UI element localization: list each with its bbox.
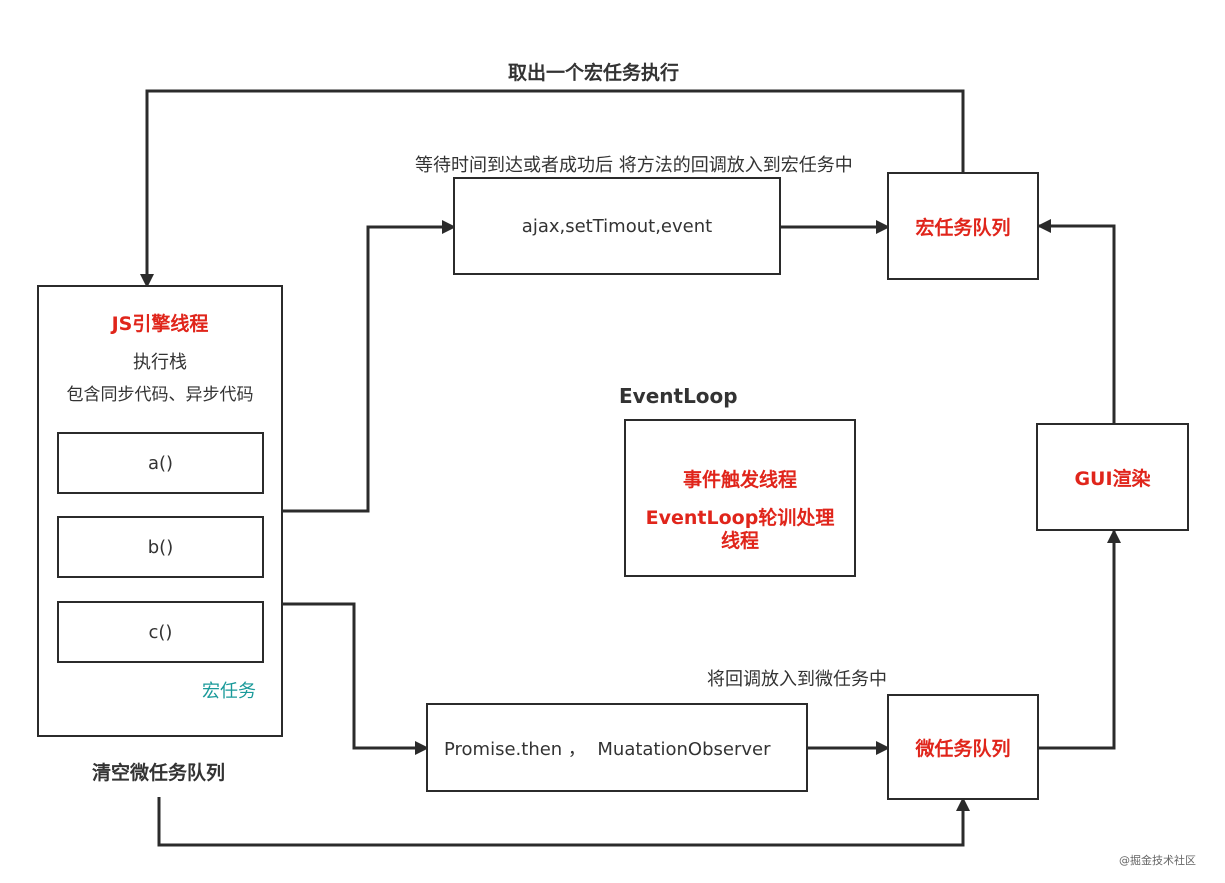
engine-to-async-arrow	[283, 220, 456, 513]
micro-sources-text: Promise.then ， MuatationObserver	[444, 738, 771, 760]
event-loop-heading: EventLoop	[619, 384, 738, 408]
gui-render-box: GUI渲染	[1036, 423, 1189, 531]
clear-micro-label: 清空微任务队列	[92, 762, 226, 784]
micro-sources-box: Promise.then ， MuatationObserver	[426, 703, 808, 792]
take-macro-arrow	[140, 89, 965, 288]
event-loop-box: 事件触发线程 EventLoop轮训处理 线程	[624, 419, 856, 577]
clear-micro-arrow	[157, 797, 970, 847]
event-loop-polling-label: EventLoop轮训处理	[645, 507, 835, 529]
code-type-label: 包含同步代码、异步代码	[66, 385, 254, 405]
event-trigger-thread-label: 事件触发线程	[682, 469, 797, 491]
gui-to-macro-arrow	[1037, 219, 1116, 424]
micro-callback-label: 将回调放入到微任务中	[707, 669, 887, 690]
micro-to-gui-arrow	[1037, 529, 1121, 750]
macro-task-label: 宏任务	[202, 681, 256, 702]
event-loop-thread-label: 线程	[720, 530, 759, 552]
js-engine-title: JS引擎线程	[111, 313, 209, 335]
async-sources-box: ajax,setTimout,event	[453, 177, 781, 275]
stack-item-a: a()	[57, 432, 264, 494]
js-engine-box: JS引擎线程 执行栈 包含同步代码、异步代码 a() b() c() 宏任务	[37, 285, 283, 737]
execution-stack-label: 执行栈	[133, 352, 187, 373]
wait-callback-label: 等待时间到达或者成功后 将方法的回调放入到宏任务中	[415, 155, 853, 176]
macro-queue-box: 宏任务队列	[887, 172, 1039, 280]
micro-queue-box: 微任务队列	[887, 694, 1039, 800]
take-macro-label: 取出一个宏任务执行	[508, 62, 680, 84]
engine-to-micro-source-arrow	[283, 602, 429, 755]
stack-item-b: b()	[57, 516, 264, 578]
watermark: @掘金技术社区	[1119, 854, 1196, 867]
stack-item-c: c()	[57, 601, 264, 663]
